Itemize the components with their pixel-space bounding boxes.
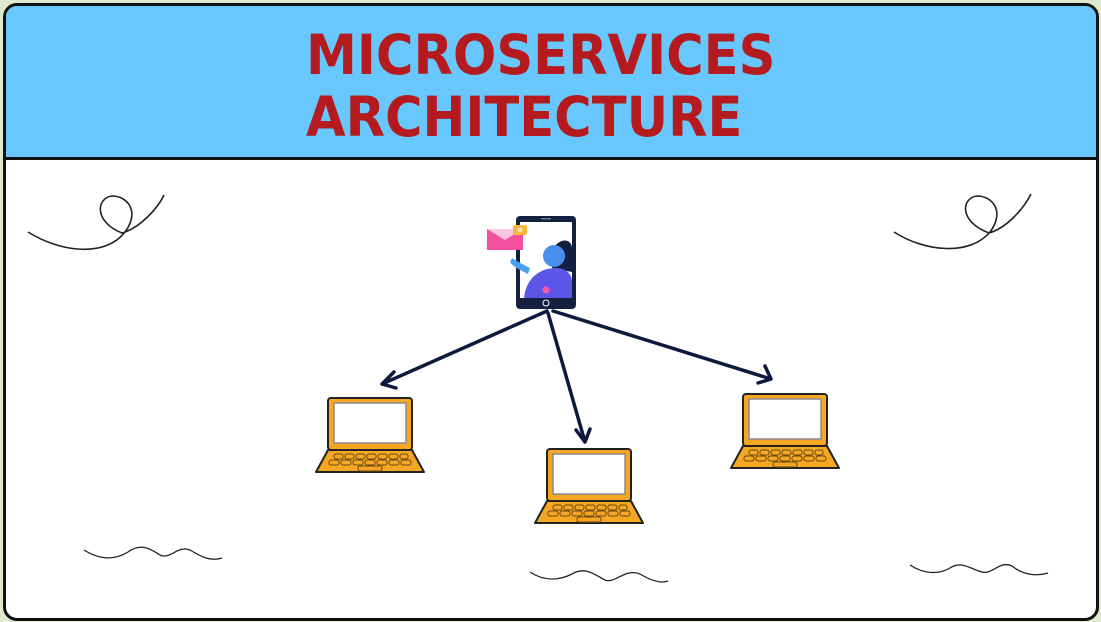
wave-doodle-bottom-left: [83, 546, 223, 560]
loop-doodle-right: [893, 193, 1032, 250]
page-title: MICROSERVICES ARCHITECTURE: [306, 24, 775, 148]
laptop-icon-right: [730, 393, 840, 469]
smartphone-user-icon: [487, 216, 576, 309]
title-line-2: ARCHITECTURE: [306, 85, 743, 149]
title-line-1: MICROSERVICES: [306, 23, 776, 87]
slide-frame: MICROSERVICES ARCHITECTURE: [3, 3, 1099, 621]
loop-doodle-left: [27, 194, 165, 251]
title-banner: MICROSERVICES ARCHITECTURE: [6, 6, 1096, 160]
arrow-to-left-service: [380, 309, 549, 390]
arrow-to-center-service: [546, 311, 592, 444]
wave-doodle-bottom-center: [529, 570, 669, 583]
laptop-icon-left: [315, 397, 425, 473]
arrow-to-right-service: [551, 309, 773, 385]
laptop-icon-center: [534, 448, 644, 524]
wave-doodle-bottom-right: [909, 564, 1049, 576]
